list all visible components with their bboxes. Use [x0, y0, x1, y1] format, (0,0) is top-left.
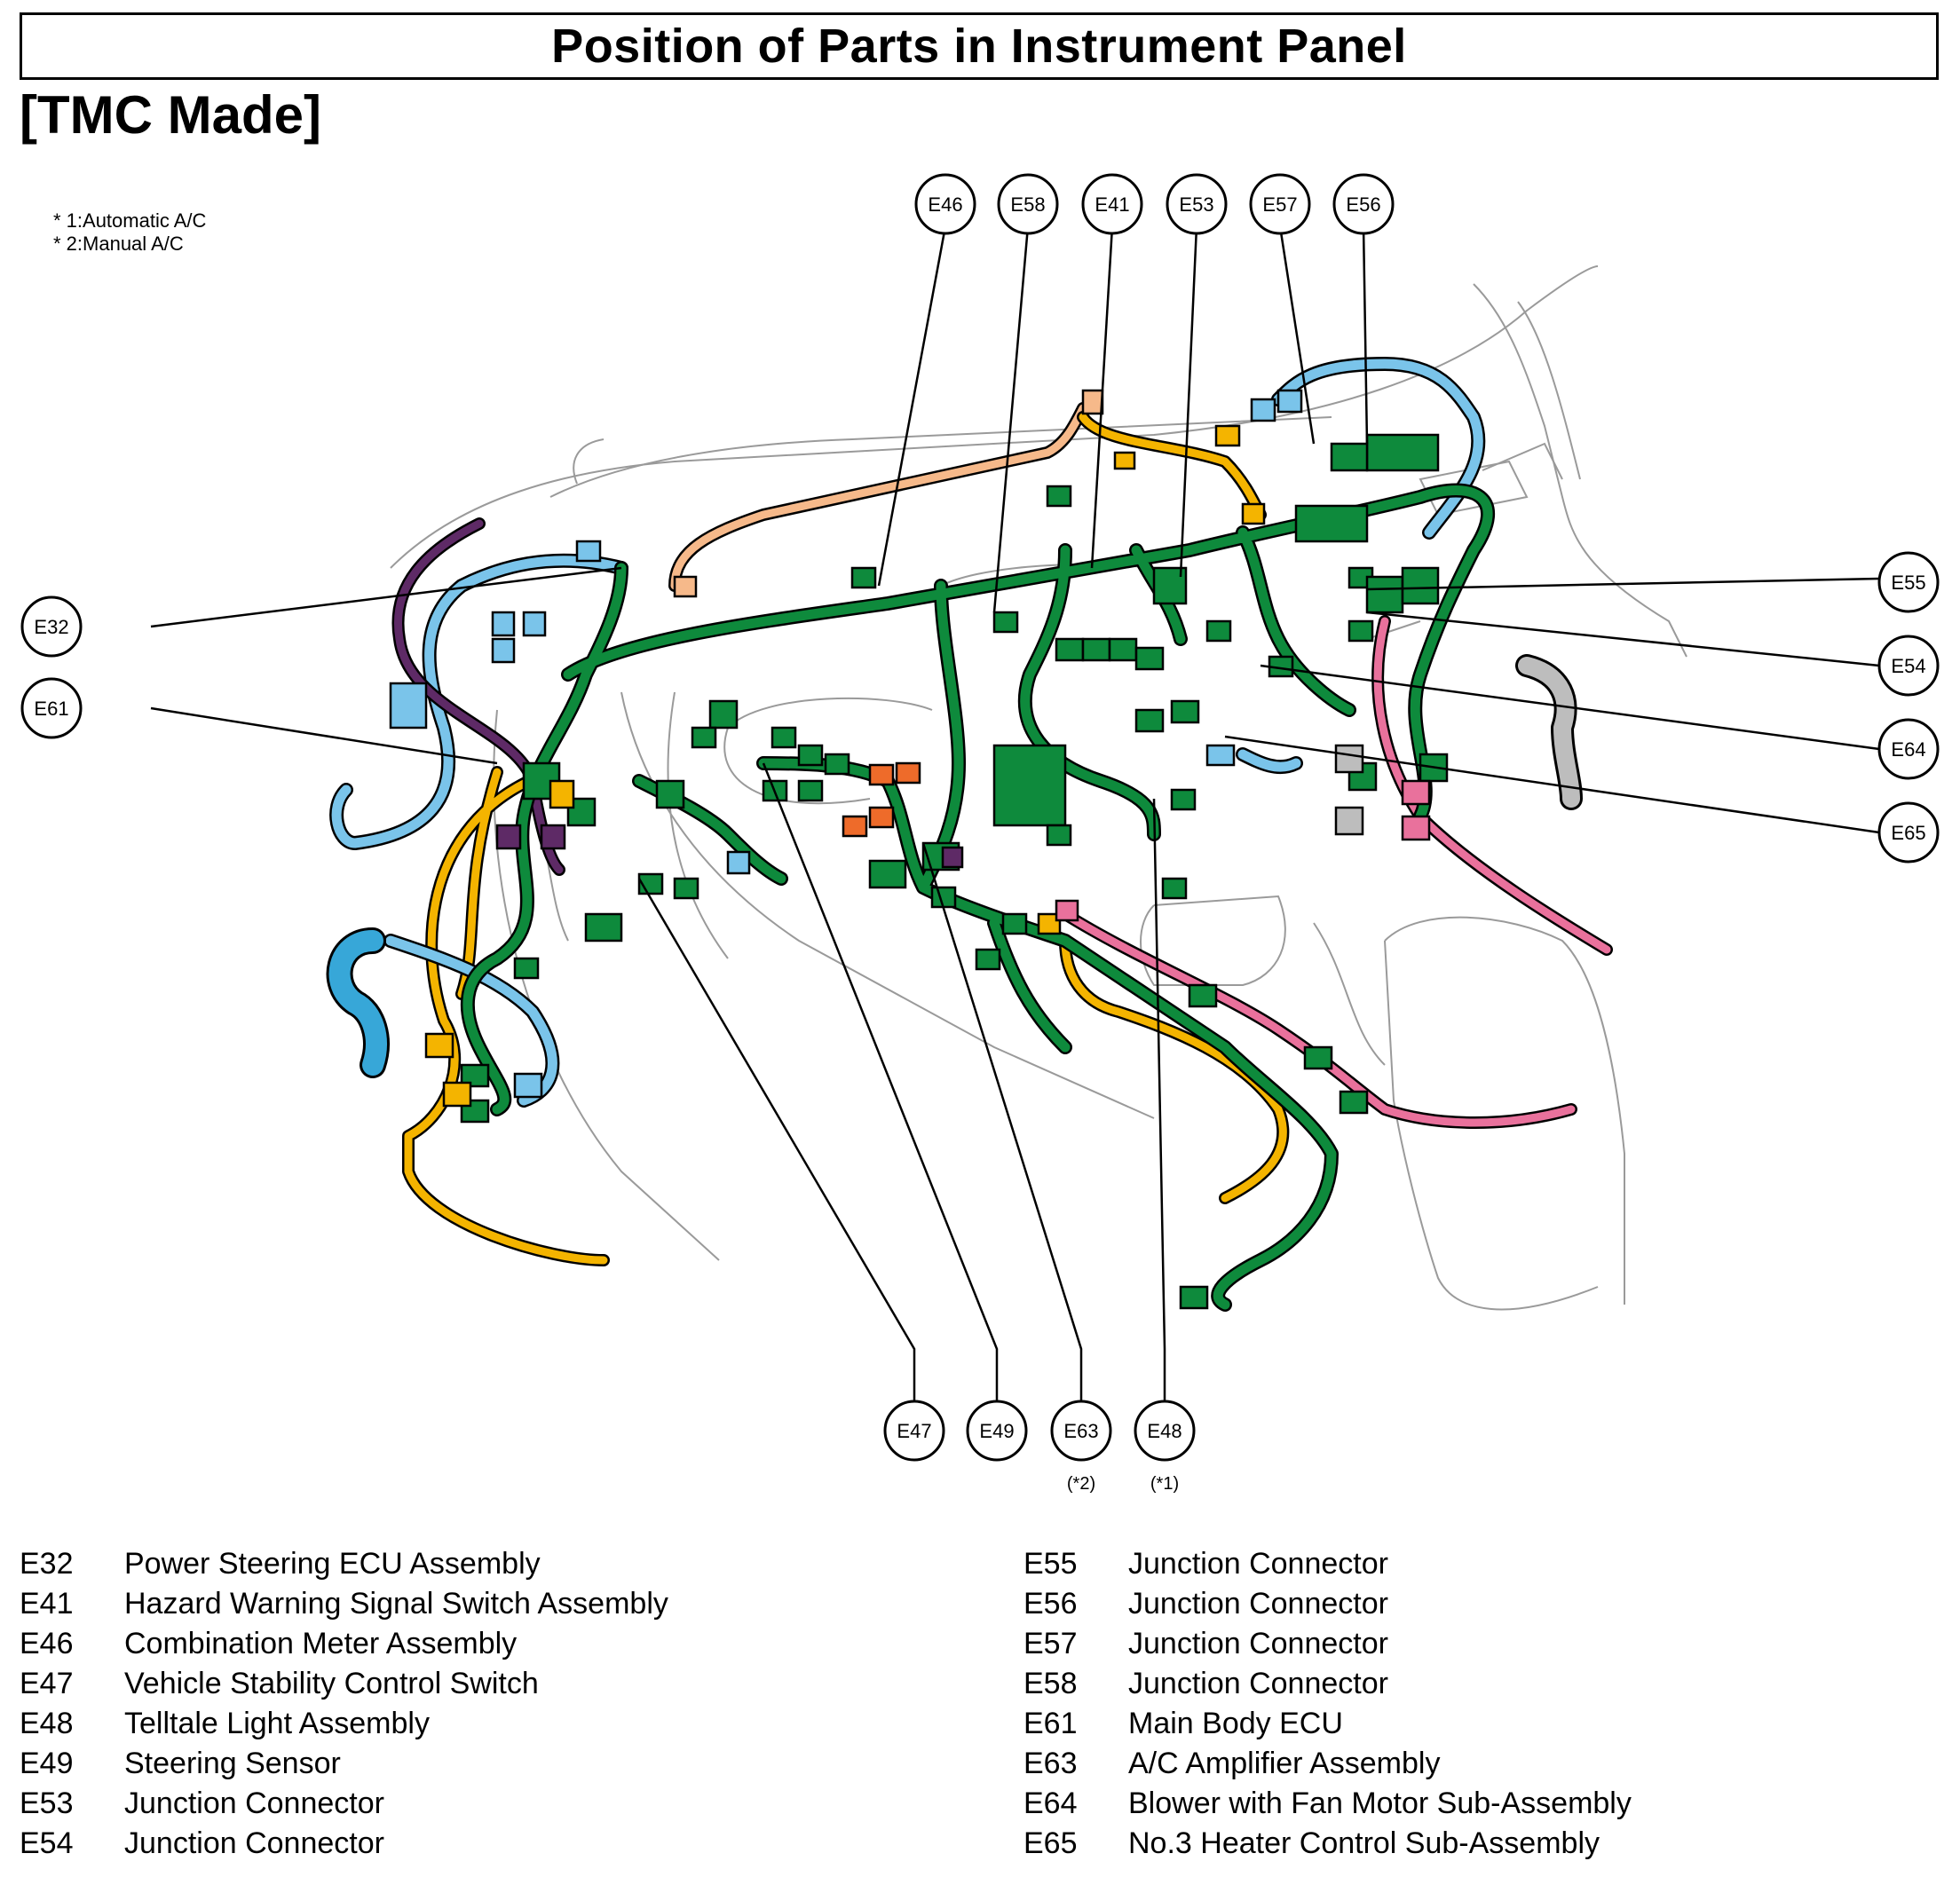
harness-green [460, 483, 1496, 1312]
page-title: Position of Parts in Instrument Panel [551, 20, 1407, 73]
legend-item: E54 Junction Connector [20, 1824, 668, 1864]
legend-item: E46 Combination Meter Assembly [20, 1624, 668, 1664]
legend-code: E55 [1023, 1547, 1078, 1581]
legend-code: E58 [1023, 1667, 1078, 1700]
legend-left: E32 Power Steering ECU Assembly E41 Hazard… [20, 1544, 668, 1864]
callout-e63-label: E63 [1063, 1420, 1098, 1442]
legend-code: E56 [1023, 1587, 1078, 1621]
legend-part-name: A/C Amplifier Assembly [1128, 1747, 1441, 1780]
legend-item: E56 Junction Connector [1023, 1584, 1632, 1624]
callout-e64-label: E64 [1891, 738, 1925, 761]
legend-part-name: No.3 Heater Control Sub-Assembly [1128, 1826, 1600, 1860]
legend-part-name: Hazard Warning Signal Switch Assembly [124, 1587, 668, 1621]
legend-code: E53 [20, 1786, 74, 1820]
callout-e63-circle [1050, 1400, 1112, 1462]
callout-e65-circle [1877, 801, 1940, 864]
callout-e58-label: E58 [1010, 193, 1045, 216]
legend-code: E48 [20, 1707, 74, 1740]
legend-code: E47 [20, 1667, 74, 1700]
legend-code: E65 [1023, 1826, 1078, 1860]
callout-e55-label: E55 [1891, 572, 1925, 594]
callout-e63-note: (*2) [1067, 1474, 1095, 1494]
page-subtitle: [TMC Made] [20, 85, 321, 145]
callout-e49-label: E49 [979, 1420, 1014, 1442]
legend-code: E63 [1023, 1747, 1078, 1780]
callout-e56-circle [1332, 173, 1395, 235]
callout-e53-label: E53 [1179, 193, 1213, 216]
callout-e46-circle [914, 173, 976, 235]
legend-item: E41 Hazard Warning Signal Switch Assembly [20, 1584, 668, 1624]
callout-e64-circle [1877, 718, 1940, 780]
legend-part-name: Combination Meter Assembly [124, 1627, 518, 1660]
callout-e57-circle [1249, 173, 1311, 235]
callout-e54-label: E54 [1891, 655, 1925, 677]
callout-labels: E46 E58 E41 E53 E57 E56 E32 E61 E55 E54 … [34, 193, 1925, 1494]
legend-code: E64 [1023, 1786, 1078, 1820]
callout-e41-label: E41 [1095, 193, 1129, 216]
callout-e47-circle [883, 1400, 945, 1462]
callout-e61-label: E61 [34, 698, 68, 720]
legend-item: E63 A/C Amplifier Assembly [1023, 1744, 1632, 1784]
legend-part-name: Junction Connector [1128, 1667, 1388, 1700]
legend-item: E47 Vehicle Stability Control Switch [20, 1664, 668, 1704]
footnote-automatic-ac: * 1:Automatic A/C [53, 209, 207, 232]
footnote-manual-ac: * 2:Manual A/C [53, 233, 184, 255]
legend-part-name: Junction Connector [1128, 1627, 1388, 1660]
legend-code: E61 [1023, 1707, 1078, 1740]
legend-item: E48 Telltale Light Assembly [20, 1704, 668, 1744]
callout-e32-circle [20, 595, 83, 658]
callout-e41-circle [1081, 173, 1143, 235]
legend-part-name: Junction Connector [124, 1786, 384, 1820]
legend-item: E61 Main Body ECU [1023, 1704, 1632, 1744]
legend-item: E49 Steering Sensor [20, 1744, 668, 1784]
callout-e58-circle [997, 173, 1059, 235]
connectors [389, 389, 1449, 1310]
callout-e48-circle [1134, 1400, 1196, 1462]
legend-code: E41 [20, 1587, 74, 1621]
callout-e56-label: E56 [1346, 193, 1380, 216]
callout-e61-circle [20, 677, 83, 739]
legend-code: E46 [20, 1627, 74, 1660]
legend-part-name: Telltale Light Assembly [124, 1707, 430, 1740]
callout-e47-label: E47 [897, 1420, 931, 1442]
legend-part-name: Junction Connector [124, 1826, 384, 1860]
legend-item: E55 Junction Connector [1023, 1544, 1632, 1584]
legend-code: E54 [20, 1826, 74, 1860]
legend-code: E57 [1023, 1627, 1078, 1660]
page-title-box: Position of Parts in Instrument Panel [20, 12, 1939, 80]
legend-code: E32 [20, 1547, 74, 1581]
legend-part-name: Junction Connector [1128, 1587, 1388, 1621]
callout-e49-circle [966, 1400, 1028, 1462]
legend-code: E49 [20, 1747, 74, 1780]
legend-part-name: Vehicle Stability Control Switch [124, 1667, 539, 1700]
callout-e57-label: E57 [1262, 193, 1297, 216]
callout-e53-circle [1166, 173, 1228, 235]
legend-part-name: Main Body ECU [1128, 1707, 1343, 1740]
legend-item: E53 Junction Connector [20, 1784, 668, 1824]
legend-part-name: Junction Connector [1128, 1547, 1388, 1581]
legend-item: E64 Blower with Fan Motor Sub-Assembly [1023, 1784, 1632, 1824]
callout-e55-circle [1877, 551, 1940, 613]
callout-e48-note: (*1) [1150, 1474, 1179, 1494]
callout-circles [20, 173, 1940, 1462]
callout-e46-label: E46 [928, 193, 962, 216]
legend-item: E32 Power Steering ECU Assembly [20, 1544, 668, 1584]
legend-part-name: Power Steering ECU Assembly [124, 1547, 541, 1581]
callout-e32-label: E32 [34, 616, 68, 638]
legend-part-name: Steering Sensor [124, 1747, 341, 1780]
legend-item: E57 Junction Connector [1023, 1624, 1632, 1664]
dashboard-outline [390, 265, 1687, 1311]
legend-item: E58 Junction Connector [1023, 1664, 1632, 1704]
callout-e54-circle [1877, 635, 1940, 697]
footnotes: * 1:Automatic A/C * 2:Manual A/C [53, 209, 206, 256]
callout-e48-label: E48 [1147, 1420, 1182, 1442]
legend-part-name: Blower with Fan Motor Sub-Assembly [1128, 1786, 1632, 1820]
callout-e65-label: E65 [1891, 822, 1925, 844]
harness-peach [668, 402, 1089, 592]
legend-item: E65 No.3 Heater Control Sub-Assembly [1023, 1824, 1632, 1864]
